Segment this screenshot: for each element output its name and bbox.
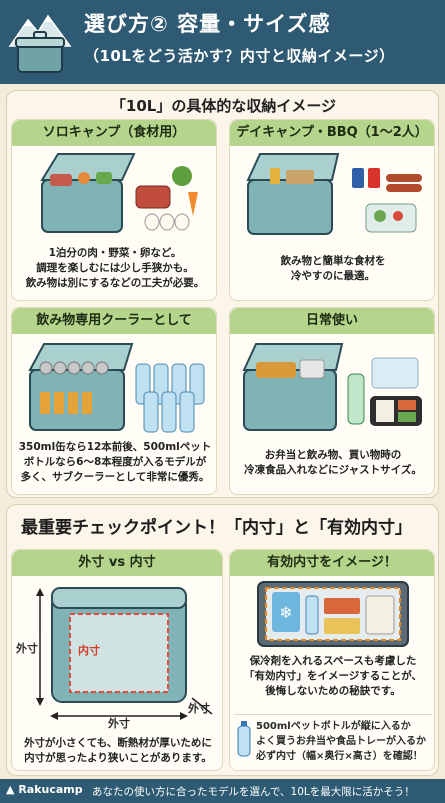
cooler-logo-icon — [6, 6, 74, 78]
water-bottles-icon — [135, 363, 205, 433]
carrot-icon — [188, 192, 198, 216]
card-solo-camp: ソロキャンプ（食材用） 1泊分の肉・野菜・卵など。 調理を楽しむには少し手狭かも… — [11, 119, 217, 301]
effective-space-diagram: ❄ — [257, 581, 409, 647]
inner-dimension-box — [69, 613, 169, 693]
effective-inner-label: 有効内寸をイメージ！ — [230, 550, 434, 576]
check-note-line-2: よく買うお弁当や食品トレーが入るか — [256, 736, 426, 747]
card-drinks-label: 飲み物専用クーラーとして — [12, 308, 216, 334]
solo-cooler-illustration — [40, 153, 198, 233]
checkpoint-section: 最重要チェックポイント！「内寸」と「有効内寸」 外寸 vs 内寸 外寸 内寸 外… — [6, 504, 439, 776]
footer-bar: ▲ Rakucamp あなたの使い方に合ったモデルを選んで、10Lを最大限に活か… — [0, 779, 445, 803]
cooler-body-icon — [247, 179, 333, 235]
bento-icon — [256, 362, 296, 378]
daycamp-cooler-illustration — [246, 153, 422, 235]
card-daily-use-label: 日常使い — [230, 308, 434, 334]
cooler-body-icon — [243, 369, 337, 431]
card-drinks-text: 350ml缶なら12本前後、500mlペット ボトルなら6〜8本程度が入るモデル… — [18, 441, 212, 483]
outer-vs-inner-panel: 外寸 vs 内寸 外寸 内寸 外寸 外寸 外寸が小さくても、断熱材が厚いために … — [11, 549, 223, 771]
card-day-camp: デイキャンプ・BBQ（1〜2人） 飲み物と簡単な食材を 冷やすのに最適。 — [229, 119, 435, 301]
outer-dimension-label-bottom: 外寸 — [108, 717, 130, 730]
brand-logo: ▲ Rakucamp — [6, 783, 83, 796]
steak-icon — [135, 185, 171, 209]
food-tray-icon — [324, 598, 360, 614]
meat-icon — [50, 174, 72, 186]
cabbage-icon — [172, 166, 192, 186]
card-solo-camp-label: ソロキャンプ（食材用） — [12, 120, 216, 146]
daily-cooler-illustration — [242, 343, 422, 431]
drinks-cooler-illustration — [28, 343, 205, 433]
drink-can-icon — [270, 168, 280, 184]
vegetable-icon — [78, 172, 90, 184]
card-day-camp-text: 飲み物と簡単な食材を 冷やすのに最適。 — [280, 255, 386, 282]
bottle-icon — [347, 373, 365, 425]
ice-pack-icon — [272, 592, 300, 632]
sausage-icon — [386, 174, 422, 182]
header-banner: 選び方② 容量・サイズ感 （10Lをどう活かす？内寸と収納イメージ） — [0, 0, 445, 84]
salad-container-icon — [365, 203, 417, 233]
card-solo-camp-text: 1泊分の肉・野菜・卵など。 調理を楽しむには少し手狭かも。 飲み物は別にするなど… — [25, 247, 205, 289]
footer-text: あなたの使い方に合ったモデルを選んで、10Lを最大限に活かそう！ — [92, 786, 415, 798]
outer-vs-inner-label: 外寸 vs 内寸 — [12, 550, 222, 576]
food-box-icon — [286, 170, 314, 184]
inner-dimension-label: 内寸 — [78, 644, 100, 657]
dimension-diagram — [36, 587, 213, 720]
card-daily-use: 日常使い お弁当と飲み物、買い物時の 冷凍食品入れなどにジャストサイズ。 — [229, 307, 435, 495]
check-note: 500mlペットボトルが縦に入るか よく買うお弁当や食品トレーが入るか 必ず内寸… — [234, 714, 432, 768]
mountain-icon: ▲ — [6, 783, 15, 796]
check-note-line-3: 必ず内寸（幅×奥行×高さ）を確認！ — [256, 751, 423, 762]
can-red-icon — [368, 168, 380, 188]
storage-section-title: 「10L」の具体的な収納イメージ — [110, 97, 337, 115]
outer-vs-inner-text: 外寸が小さくても、断熱材が厚いために 内寸が思ったより狭いことがあります。 — [24, 737, 212, 764]
card-drinks: 飲み物専用クーラーとして — [11, 307, 217, 495]
page-title: 選び方② 容量・サイズ感 — [84, 12, 331, 36]
effective-inner-text: 保冷剤を入れるスペースも考慮した 「有効内寸」をイメージすることが、 後悔しない… — [243, 655, 423, 697]
page-subtitle: （10Lをどう活かす？内寸と収納イメージ） — [84, 47, 395, 65]
effective-inner-panel: 有効内寸をイメージ！ ❄ 保冷剤を入れるスペースも考慮した 「有効内寸」をイメー… — [229, 549, 435, 771]
cooler-body-icon — [41, 179, 123, 233]
drink-cans-icon — [39, 361, 109, 414]
svg-text:❄: ❄ — [279, 603, 292, 622]
bottle-icon — [305, 595, 319, 635]
frozen-food-bag-icon — [371, 357, 419, 389]
card-daily-use-text: お弁当と飲み物、買い物時の 冷凍食品入れなどにジャストサイズ。 — [244, 449, 422, 476]
storage-section: 「10L」の具体的な収納イメージ ソロキャンプ（食材用） 1泊分の肉・野菜・卵な… — [6, 90, 439, 498]
outer-dimension-label-depth: 外寸 — [188, 702, 210, 715]
outer-dimension-label-side: 外寸 — [16, 642, 38, 655]
egg-icon — [144, 213, 160, 231]
card-day-camp-label: デイキャンプ・BBQ（1〜2人） — [230, 120, 434, 146]
can-blue-icon — [352, 168, 364, 188]
water-bottle-icon — [237, 721, 251, 757]
checkpoint-section-title: 最重要チェックポイント！「内寸」と「有効内寸」 — [21, 518, 412, 538]
check-note-line-1: 500mlペットボトルが縦に入るか — [256, 721, 411, 732]
